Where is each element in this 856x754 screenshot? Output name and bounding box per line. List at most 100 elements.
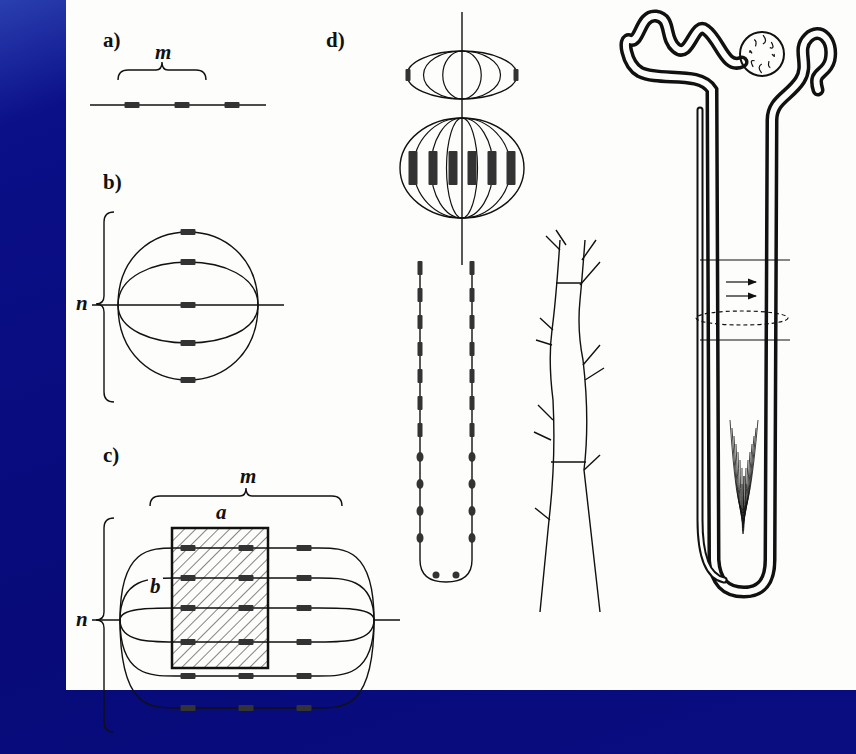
resistor-symbol — [239, 575, 254, 581]
resistor-symbol — [181, 377, 196, 383]
resistor-symbol — [297, 705, 312, 711]
glomerulus-capillary — [759, 64, 762, 73]
variable-label: m — [240, 466, 256, 487]
resistor-symbol — [417, 479, 424, 489]
nephron-details — [696, 32, 790, 340]
wire — [400, 118, 524, 218]
nephron — [626, 16, 831, 592]
resistor-networks — [90, 12, 524, 711]
vessel-tree — [534, 230, 604, 612]
resistor-symbol — [470, 342, 475, 356]
resistor-symbol — [225, 102, 240, 108]
glomerulus-capillary — [770, 42, 773, 48]
resistor-symbol — [418, 423, 423, 437]
panel-label: c) — [103, 445, 119, 466]
wire — [461, 12, 462, 265]
resistor-symbol — [181, 673, 196, 679]
resistor-symbol — [181, 340, 196, 346]
resistor-symbol — [514, 69, 519, 81]
tubule-lumen — [700, 110, 724, 580]
resistor-symbol — [470, 315, 475, 329]
resistor-symbol — [488, 151, 497, 185]
wire — [120, 620, 374, 708]
resistor-symbol — [470, 396, 475, 410]
tubule-outline — [626, 16, 831, 592]
resistor-symbol — [469, 479, 476, 489]
resistor-symbol — [181, 229, 196, 235]
resistor-symbol — [418, 315, 423, 329]
wire — [447, 118, 478, 218]
variable-label: n — [76, 293, 88, 314]
panel-label: a) — [103, 30, 121, 51]
resistor-symbol — [181, 259, 196, 265]
wire — [118, 305, 258, 343]
vasa-recta — [742, 484, 746, 534]
resistor-symbol — [239, 639, 254, 645]
wire — [431, 118, 493, 218]
resistor-symbol — [470, 423, 475, 437]
tubule-lumen — [626, 16, 831, 592]
wire — [118, 262, 258, 305]
wire — [420, 265, 472, 582]
resistor-symbol — [409, 151, 418, 185]
glomerulus-capillary — [754, 40, 756, 47]
hatched-region — [172, 528, 268, 668]
wire — [118, 305, 258, 380]
resistor-symbol — [418, 288, 423, 302]
resistor-symbol — [417, 452, 424, 462]
resistor-symbol — [181, 639, 196, 645]
resistor-symbol — [418, 261, 423, 275]
resistor-symbol — [470, 369, 475, 383]
wire — [92, 619, 400, 620]
wire — [414, 118, 511, 218]
resistor-symbol — [239, 705, 254, 711]
panel-label: b) — [103, 172, 122, 193]
wire — [407, 51, 517, 99]
resistor-symbol — [239, 545, 254, 551]
resistor-symbol — [417, 506, 424, 516]
resistor-symbol — [181, 575, 196, 581]
wire — [424, 51, 501, 99]
resistor-symbol — [507, 151, 516, 185]
wire — [120, 548, 374, 620]
resistor-symbol — [175, 102, 190, 108]
resistor-symbol — [449, 151, 458, 185]
resistor-symbol — [239, 673, 254, 679]
resistor-symbol — [469, 506, 476, 516]
resistor-symbol — [453, 572, 460, 579]
vasa-recta — [743, 476, 744, 531]
wire — [118, 232, 258, 305]
resistor-symbol — [297, 605, 312, 611]
resistor-symbol — [181, 605, 196, 611]
resistor-symbol — [470, 288, 475, 302]
resistor-symbol — [181, 302, 196, 308]
resistor-symbol — [125, 102, 140, 108]
glomerulus-capillary — [763, 35, 766, 44]
wire — [443, 51, 482, 99]
resistor-symbol — [470, 261, 475, 275]
variable-label: n — [76, 609, 88, 630]
resistor-symbol — [239, 605, 254, 611]
resistor-symbol — [406, 69, 411, 81]
panel-label: d) — [326, 30, 345, 51]
resistor-symbol — [297, 575, 312, 581]
resistor-symbol — [469, 452, 476, 462]
resistor-symbol — [297, 545, 312, 551]
resistor-symbol — [181, 545, 196, 551]
vasa-recta — [732, 428, 756, 513]
variable-label: b — [148, 576, 163, 597]
glomerulus-capillary — [769, 61, 771, 67]
braces — [96, 62, 342, 732]
resistor-symbol — [297, 639, 312, 645]
resistor-symbol — [418, 342, 423, 356]
tubule-outline — [700, 110, 724, 580]
resistor-symbol — [469, 533, 476, 543]
resistor-symbol — [418, 369, 423, 383]
wire — [120, 620, 374, 676]
resistor-symbol — [297, 673, 312, 679]
resistor-symbol — [181, 705, 196, 711]
resistor-symbol — [468, 151, 477, 185]
variable-label: m — [155, 42, 171, 63]
glomerulus-capillary — [750, 51, 752, 54]
